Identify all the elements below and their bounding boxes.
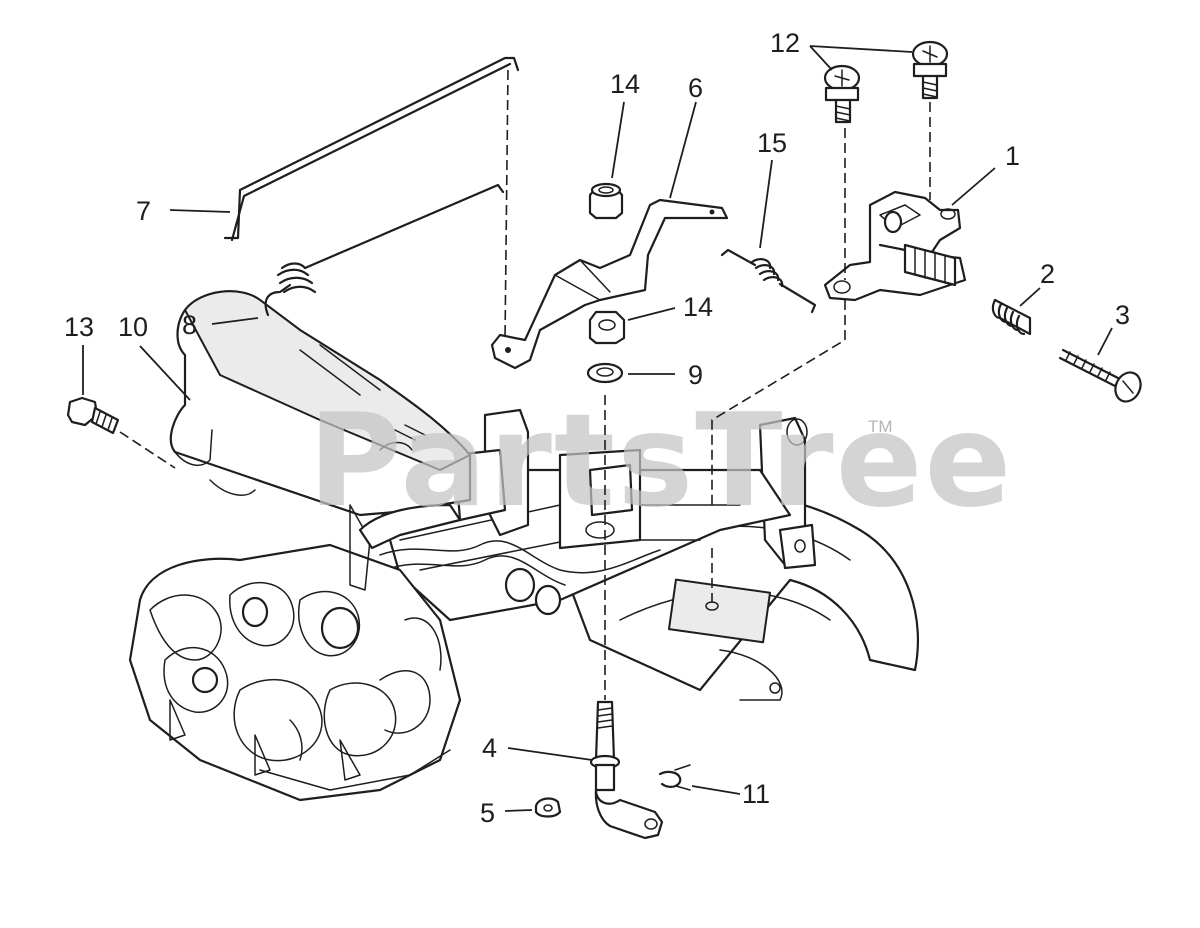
callout-9: 9 [688,360,703,390]
spring-part [991,298,1032,336]
callout-12: 12 [770,28,800,58]
adjusting-screw-part [1058,348,1142,403]
screws-part [823,40,949,124]
nut-upper-part [588,182,624,220]
callout-labels: 1 2 3 4 5 6 7 8 9 10 11 12 13 14 14 15 [64,28,1130,828]
callout-11: 11 [742,779,770,809]
callout-13: 13 [64,312,94,342]
governor-shaft-part [589,700,664,840]
governor-lever-part [490,198,729,370]
leader-lines [82,45,1113,812]
callout-14-upper: 14 [610,69,640,99]
callout-7: 7 [136,196,151,226]
governor-rod-part [223,56,520,242]
callout-6: 6 [688,73,703,103]
control-assembly-part [823,190,967,302]
nut-lower-part [588,310,626,345]
watermark-text: PartsTree [308,387,1013,536]
trademark-symbol: TM [868,417,893,436]
callout-1: 1 [1005,141,1020,171]
callout-15: 15 [757,128,787,158]
watermark: PartsTree TM [308,387,1013,536]
return-spring-part [720,248,817,314]
washer-part [586,362,624,384]
callout-5: 5 [480,798,495,828]
bolt-part [66,396,120,435]
engine-block-drawing [128,290,919,802]
callout-10: 10 [118,312,148,342]
alignment-lines [119,69,931,700]
callout-2: 2 [1040,259,1055,289]
callout-4: 4 [482,733,497,763]
governor-spring-part [264,183,505,317]
retaining-ring-part [534,797,562,818]
callout-8: 8 [182,310,197,340]
clip-part [658,764,691,791]
callout-3: 3 [1115,300,1130,330]
callout-14-lower: 14 [683,292,713,322]
